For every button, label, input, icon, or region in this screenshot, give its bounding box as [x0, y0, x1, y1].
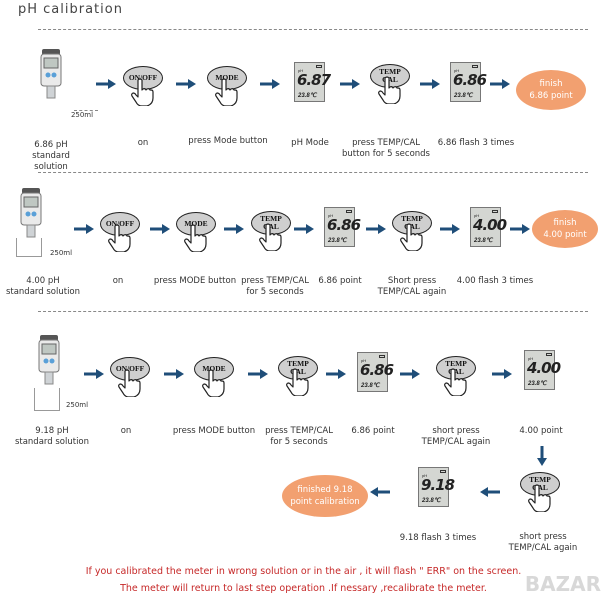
hand-icon: [184, 224, 208, 252]
arrow-down-icon: [537, 446, 547, 466]
step-label: 6.86 flash 3 times: [437, 138, 515, 148]
arrow-icon: [294, 224, 314, 234]
arrow-icon: [400, 369, 420, 379]
onoff-button[interactable]: ON/OFF: [123, 66, 163, 106]
arrow-icon: [150, 224, 170, 234]
ph-meter-icon: [34, 330, 64, 396]
arrow-icon: [420, 79, 440, 89]
divider: [38, 172, 588, 173]
step-label: press MODE button: [172, 426, 256, 436]
step-label: pH Mode: [291, 138, 329, 148]
arrow-icon: [84, 369, 104, 379]
hand-icon: [131, 78, 155, 106]
step-label: on: [137, 138, 149, 148]
hand-icon: [444, 368, 468, 396]
hand-icon: [259, 223, 283, 251]
hand-icon: [528, 484, 552, 512]
level-line: [74, 110, 98, 111]
arrow-icon: [490, 79, 510, 89]
mode-button[interactable]: MODE: [194, 357, 234, 397]
finish-badge: finish 4.00 point: [532, 210, 598, 248]
ph-meter-icon: [36, 44, 66, 110]
step-label: press MODE button: [153, 276, 237, 286]
arrow-icon: [366, 224, 386, 234]
step-label: short press TEMP/CAL again: [508, 532, 578, 553]
hand-icon: [286, 368, 310, 396]
volume-label: 250ml: [70, 111, 94, 119]
beaker: [16, 238, 42, 257]
lcd-display: pH 6.86 23.8℃: [450, 62, 487, 102]
step-label: on: [120, 426, 132, 436]
step-label: press TEMP/CAL for 5 seconds: [265, 426, 333, 447]
step-label: press TEMP/CAL for 5 seconds: [241, 276, 309, 297]
arrow-icon: [164, 369, 184, 379]
arrow-icon: [96, 79, 116, 89]
beaker: [34, 388, 60, 411]
step-label: on: [112, 276, 124, 286]
watermark: BAZAR: [524, 572, 601, 596]
temp-cal-button[interactable]: TEMP CAL: [251, 211, 291, 251]
lcd-display: pH 4.00 23.8℃: [524, 350, 561, 390]
lcd-display: pH 9.18 23.8℃: [418, 467, 455, 507]
arrow-icon: [326, 369, 346, 379]
volume-label: 250ml: [49, 249, 73, 257]
lcd-display: pH 6.86 23.8℃: [357, 352, 394, 392]
step-label: 9.18 flash 3 times: [399, 533, 477, 543]
hand-icon: [215, 78, 239, 106]
hand-icon: [400, 223, 424, 251]
onoff-button[interactable]: ON/OFF: [100, 212, 140, 252]
temp-cal-button[interactable]: TEMP CAL: [436, 356, 476, 396]
solution-label: 9.18 pH standard solution: [14, 426, 90, 447]
step-label: 6.86 point: [318, 276, 362, 286]
step-label: 4.00 flash 3 times: [456, 276, 534, 286]
arrow-left-icon: [480, 487, 500, 497]
hand-icon: [108, 224, 132, 252]
step-label: 6.86 point: [351, 426, 395, 436]
step-label: 4.00 point: [519, 426, 563, 436]
step-label: press TEMP/CAL button for 5 seconds: [342, 138, 430, 159]
finish-badge: finish 6.86 point: [516, 70, 586, 110]
onoff-button[interactable]: ON/OFF: [110, 357, 150, 397]
step-label: Short press TEMP/CAL again: [377, 276, 447, 297]
arrow-icon: [510, 224, 530, 234]
warning-note: If you calibrated the meter in wrong sol…: [85, 566, 522, 577]
arrow-icon: [248, 369, 268, 379]
temp-cal-button[interactable]: TEMP CAL: [278, 356, 318, 396]
mode-button[interactable]: MODE: [176, 212, 216, 252]
arrow-icon: [176, 79, 196, 89]
arrow-left-icon: [370, 487, 390, 497]
page-title: pH calibration: [18, 2, 123, 17]
arrow-icon: [260, 79, 280, 89]
mode-button[interactable]: MODE: [207, 66, 247, 106]
temp-cal-button[interactable]: TEMP CAL: [370, 64, 410, 104]
hand-icon: [202, 369, 226, 397]
warning-note: The meter will return to last step opera…: [120, 583, 487, 594]
arrow-icon: [224, 224, 244, 234]
hand-icon: [378, 76, 402, 104]
step-label: short press TEMP/CAL again: [421, 426, 491, 447]
finish-badge: finished 9.18 point calibration: [282, 475, 368, 517]
temp-cal-button[interactable]: TEMP CAL: [520, 472, 560, 512]
arrow-icon: [340, 79, 360, 89]
arrow-icon: [74, 224, 94, 234]
temp-cal-button[interactable]: TEMP CAL: [392, 211, 432, 251]
arrow-icon: [492, 369, 512, 379]
volume-label: 250ml: [65, 401, 89, 409]
step-label: press Mode button: [188, 136, 268, 146]
solution-label: 6.86 pH standard solution: [32, 140, 70, 172]
lcd-display: pH 4.00 23.8℃: [470, 207, 507, 247]
divider: [38, 311, 588, 312]
hand-icon: [118, 369, 142, 397]
divider: [38, 29, 588, 30]
solution-label: 4.00 pH standard solution: [5, 276, 81, 297]
arrow-icon: [440, 224, 460, 234]
lcd-display: pH 6.86 23.8℃: [324, 207, 361, 247]
lcd-display: pH 6.87 23.8℃: [294, 62, 331, 102]
